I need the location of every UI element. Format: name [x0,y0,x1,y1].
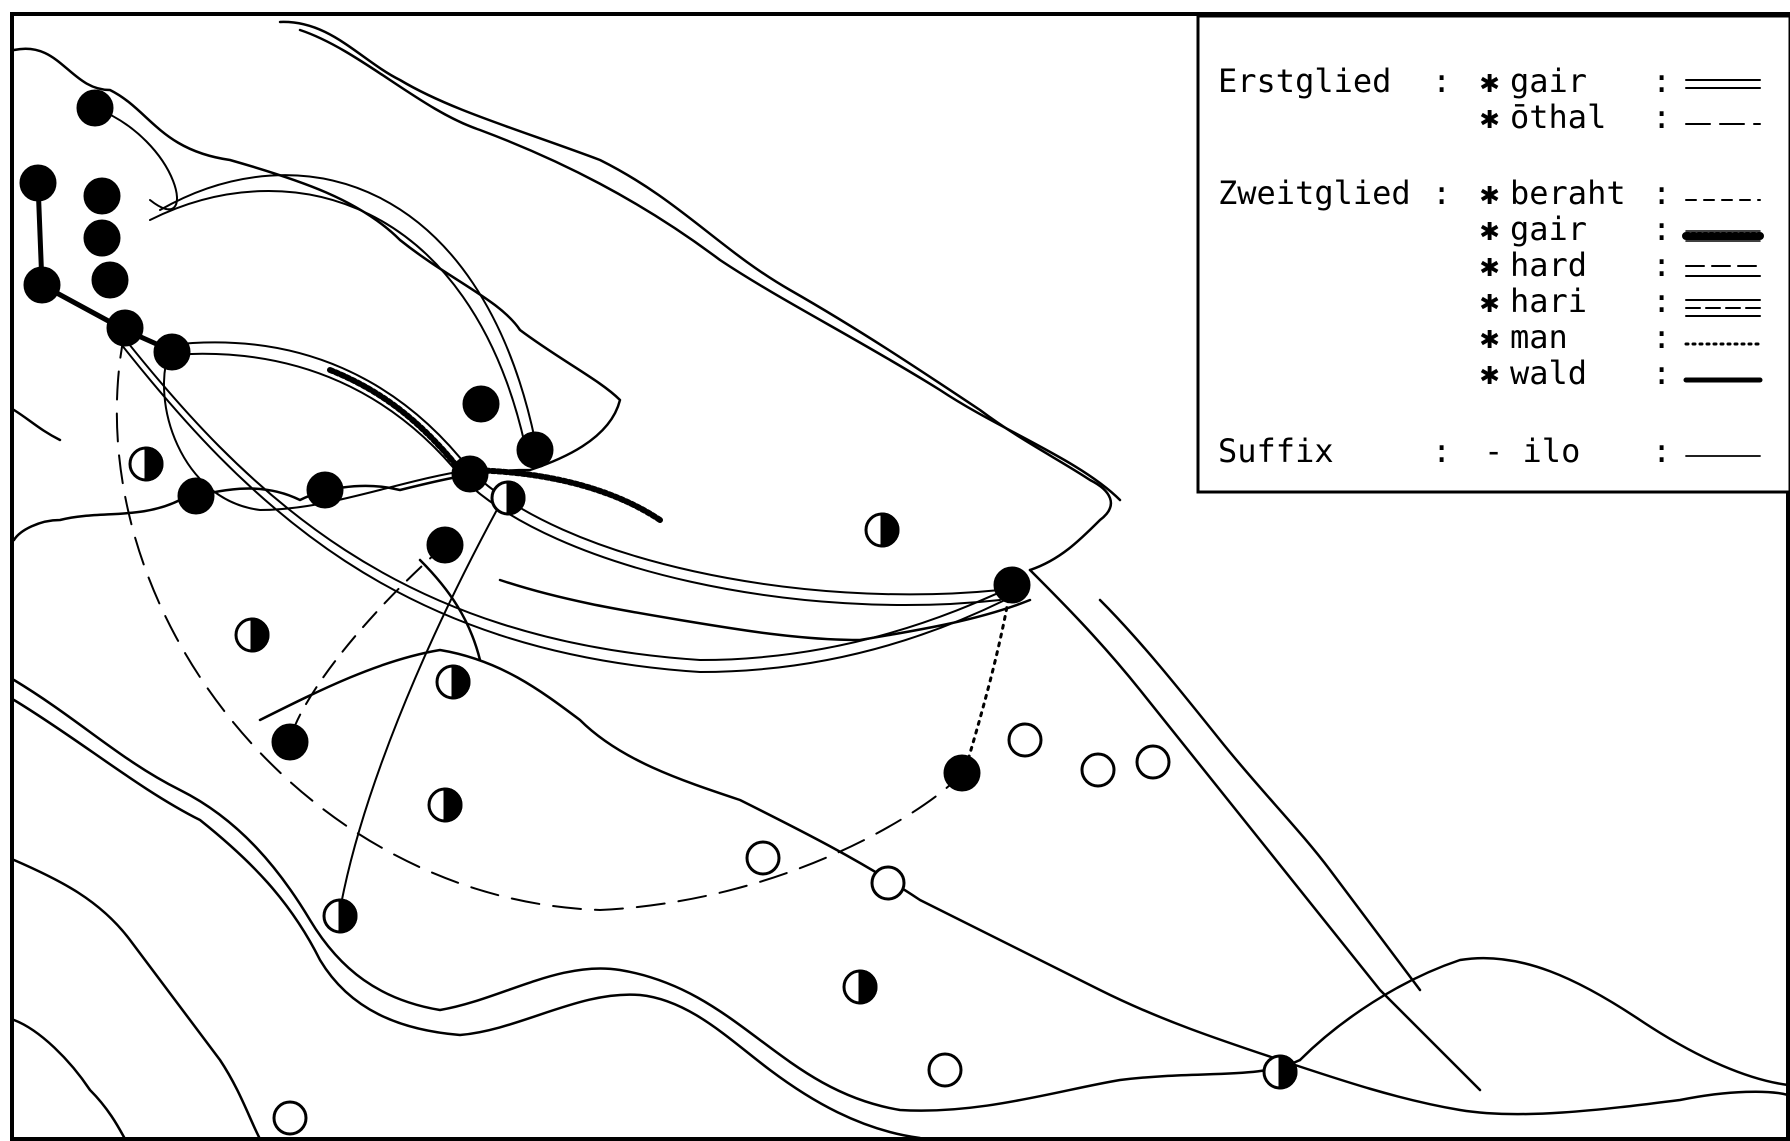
open-circle [1080,752,1116,788]
half-circle [490,480,526,516]
filled-circle [271,723,309,761]
open-circle [1007,722,1043,758]
open-circle [1135,744,1171,780]
legend-bullet: ✱ [1480,354,1499,392]
open-circle [927,1052,963,1088]
legend-separator: : [1652,246,1671,284]
legend-label-hard: hard [1510,246,1587,284]
legend-separator: : [1652,62,1671,100]
legend-sample-hatched [1682,230,1764,242]
open-circle [870,865,906,901]
legend-label-erst-gair: gair [1510,62,1587,100]
half-circle [427,787,463,823]
legend-label-wald: wald [1510,354,1587,392]
legend-heading-zweitglied: Zweitglied [1218,174,1411,212]
filled-circle [451,455,489,493]
filled-circle [306,471,344,509]
legend: Erstglied : ✱ gair : ✱ ōthal : Zweitglie… [1196,14,1790,494]
filled-circle [426,526,464,564]
filled-circles [19,89,1031,792]
legend-sample-triple [1685,299,1761,317]
legend-separator: : [1652,210,1671,248]
legend-separator: : [1432,432,1451,470]
open-circle [272,1100,308,1136]
legend-separator: : [1652,432,1671,470]
legend-label-erst-othal: ōthal [1510,98,1606,136]
legend-label-zweit-gair: gair [1510,210,1587,248]
legend-bullet: ✱ [1480,318,1499,356]
legend-separator: : [1432,174,1451,212]
legend-bullet: ✱ [1480,282,1499,320]
filled-circle [91,261,129,299]
filled-circle [153,333,191,371]
legend-heading-erstglied: Erstglied [1218,62,1391,100]
distribution-lines [35,107,1012,911]
legend-label-man: man [1510,318,1568,356]
filled-circle [177,477,215,515]
filled-circle [23,266,61,304]
filled-circle [83,219,121,257]
settlement-symbols [19,89,1298,1136]
legend-separator: : [1652,282,1671,320]
half-circle [234,617,270,653]
half-circle [864,512,900,548]
filled-circle [106,309,144,347]
filled-circle [993,566,1031,604]
legend-label-beraht: beraht [1510,174,1626,212]
filled-circle [83,177,121,215]
legend-label-ilo: - ilo [1484,432,1580,470]
legend-label-hari: hari [1510,282,1587,320]
legend-separator: : [1652,174,1671,212]
legend-sample-double [1685,79,1761,89]
legend-sample-double-dash [1685,265,1761,277]
legend-bullet: ✱ [1480,62,1499,100]
open-circle [745,840,781,876]
legend-bullet: ✱ [1480,98,1499,136]
legend-bullet: ✱ [1480,246,1499,284]
open-circles [272,722,1171,1136]
filled-circle [462,385,500,423]
half-circle [842,969,878,1005]
filled-circle [19,164,57,202]
filled-circle [943,754,981,792]
legend-box [1196,14,1790,494]
filled-circle [516,431,554,469]
filled-circle [76,89,114,127]
legend-separator: : [1652,98,1671,136]
legend-bullet: ✱ [1480,210,1499,248]
half-circle [435,664,471,700]
half-circle [128,446,164,482]
half-circle [322,898,358,934]
legend-bullet: ✱ [1480,174,1499,212]
half-circle [1262,1054,1298,1090]
legend-heading-suffix: Suffix [1218,432,1334,470]
legend-separator: : [1652,318,1671,356]
legend-separator: : [1432,62,1451,100]
half-circles [128,446,1298,1090]
legend-separator: : [1652,354,1671,392]
